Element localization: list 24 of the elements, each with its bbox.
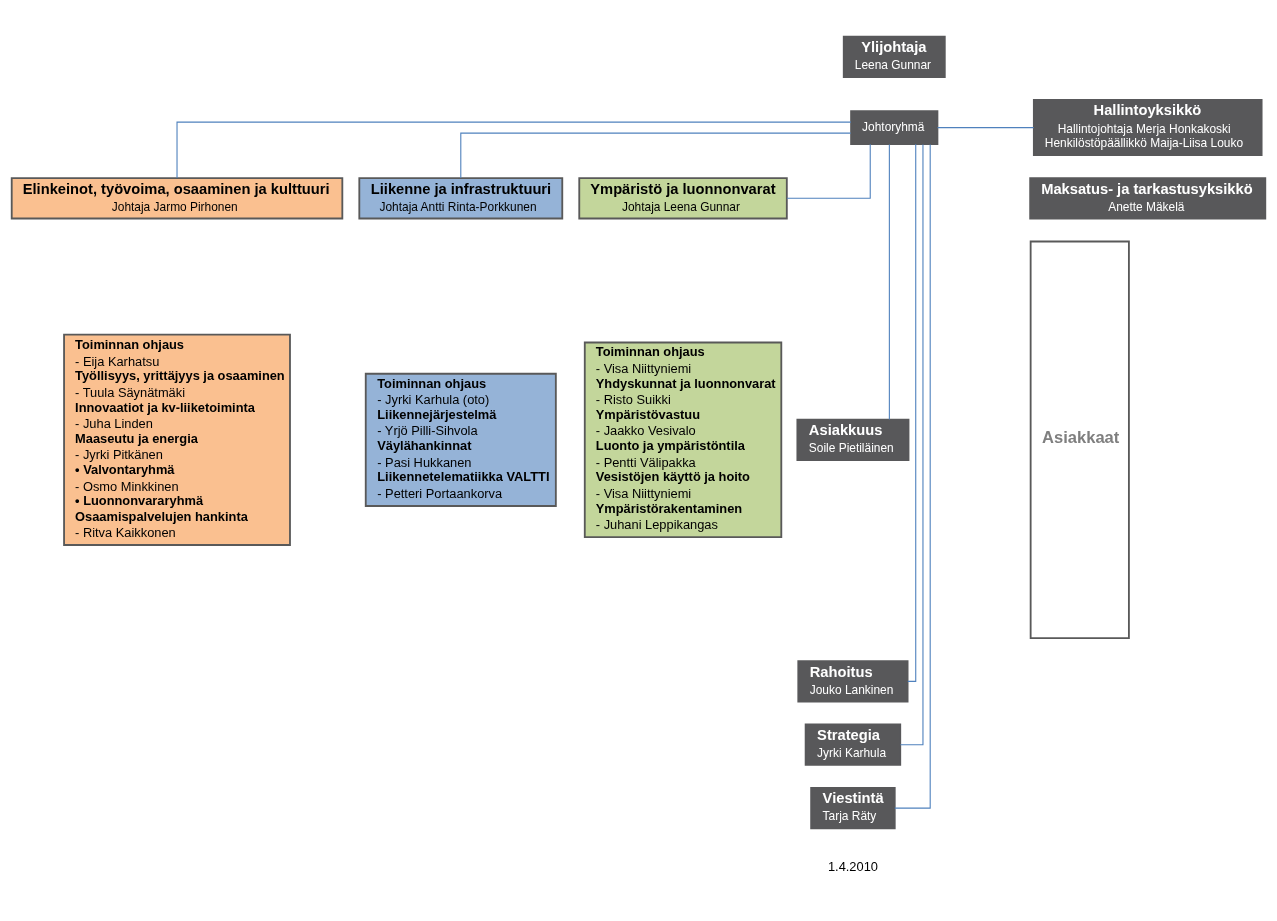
node-box: Ylijohtaja Leena Gunnar <box>842 35 946 78</box>
node-box: Toiminnan ohjaus - Eija Karhatsu Työllisyys, yrittäjyys ja osaaminen - Tuula Säynätmäki Innovaatiot ja kv-liiketoiminta - Juha Linden Maaseutu ja energia - Jyrki Pitkänen • Valvontaryhmä - Osmo Minkkinen • Luonnonvararyhmä Osaamispalvelujen hankinta - Ritva Kaikkonen <box>63 333 291 546</box>
node-box: Toiminnan ohjaus - Visa Niittyniemi Yhdyskunnat ja luonnonvarat - Risto Suikki Ympäristövastuu - Jaakko Vesivalo Luonto ja ympäristöntila - Pentti Välipakka Vesistöjen käyttö ja hoito - Visa Niittyniemi Ympäristörakentaminen - Juhani Leppikangas <box>583 341 783 539</box>
node-box: Asiakkuus Soile Pietiläinen <box>796 418 910 461</box>
node-box: Elinkeinot, työvoima, osaaminen ja kulttuuri Johtaja Jarmo Pirhonen <box>10 177 344 220</box>
connector <box>786 143 871 199</box>
connector <box>460 132 852 179</box>
node-box: Liikenne ja infrastruktuuri Johtaja Antti Rinta-Porkkunen <box>358 177 564 220</box>
connector <box>176 121 852 179</box>
connector <box>899 143 924 746</box>
connector <box>888 143 890 420</box>
connector <box>937 127 1035 129</box>
node-box: Strategia Jyrki Karhula <box>804 723 902 766</box>
connector <box>907 143 917 682</box>
node-box: Asiakkaat <box>1029 240 1130 640</box>
connector <box>894 143 931 809</box>
node-box: Toiminnan ohjaus - Jyrki Karhula (oto) Liikennejärjestelmä - Yrjö Pilli-Sihvola Väylähankinnat - Pasi Hukkanen Liikennetelematiikka VALTTI - Petteri Portaankorva <box>364 372 557 507</box>
node-box: Viestintä Tarja Räty <box>810 787 896 830</box>
node-box: Hallintoyksikkö Hallintojohtaja Merja Honkakoski Henkilöstöpäällikkö Maija-Liisa Louko <box>1032 99 1263 157</box>
label: 1.4.2010 <box>827 859 878 875</box>
node-box: Johtoryhmä <box>850 110 939 146</box>
node-box: Ympäristö ja luonnonvarat Johtaja Leena Gunnar <box>578 177 788 220</box>
node-box: Maksatus- ja tarkastusyksikkö Anette Mäkelä <box>1029 177 1267 220</box>
node-box: Rahoitus Jouko Lankinen <box>797 660 909 703</box>
